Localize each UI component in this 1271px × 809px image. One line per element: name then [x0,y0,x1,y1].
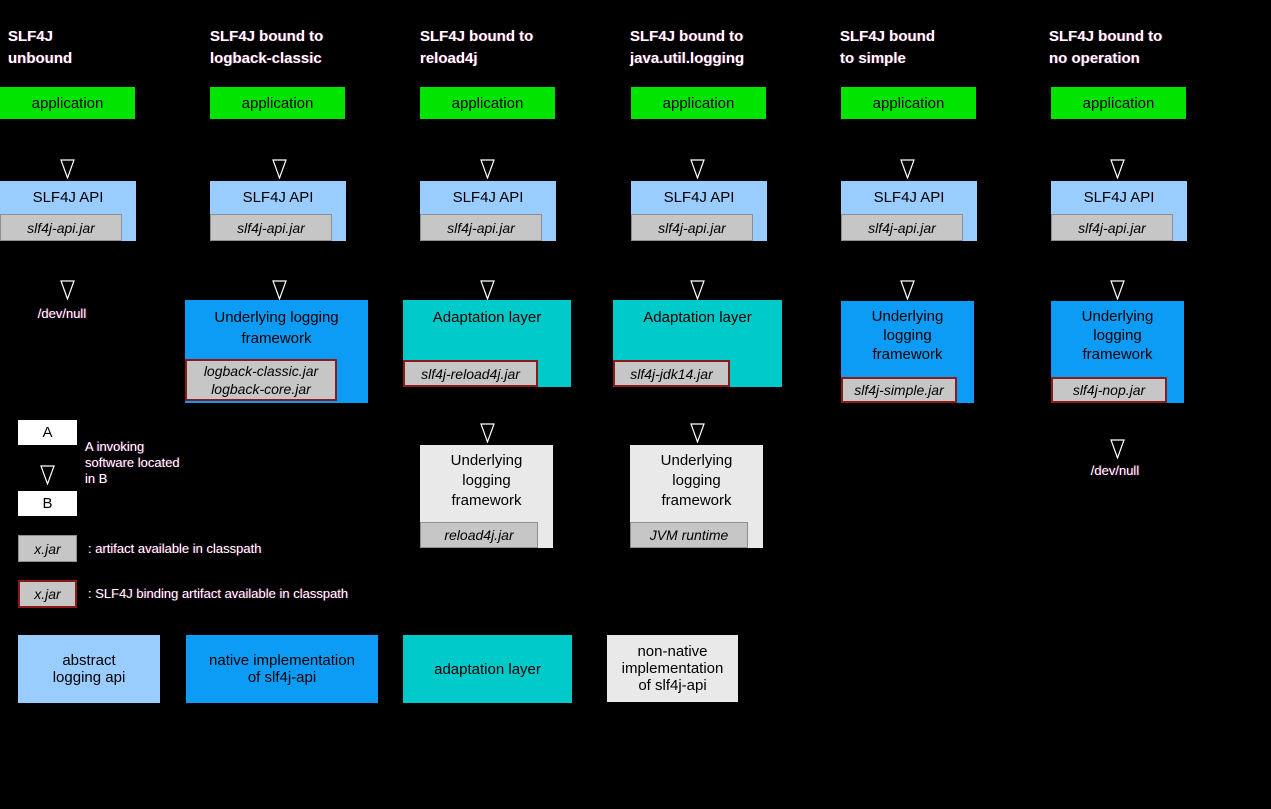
down-arrow-icon [1110,280,1125,301]
down-arrow-icon [60,159,75,180]
slf4j-api-jar: slf4j-api.jar [420,214,542,241]
legend-binding-caption: : SLF4J binding artifact available in cl… [88,586,349,601]
down-arrow-icon [690,423,705,444]
slf4j-api-jar: slf4j-api.jar [631,214,753,241]
down-arrow-icon [1110,439,1125,460]
down-arrow-icon [480,423,495,444]
slf4j-api-jar: slf4j-api.jar [841,214,963,241]
slf4j-reload4j-jar: slf4j-reload4j.jar [403,360,538,387]
legend-a-box: A [18,420,77,445]
slf4j-api-jar: slf4j-api.jar [0,214,122,241]
application-box: application [631,87,766,119]
down-arrow-icon [480,159,495,180]
down-arrow-icon [272,159,287,180]
slf4j-api-box: SLF4J API slf4j-api.jar [210,181,346,241]
application-box: application [210,87,345,119]
down-arrow-icon [900,159,915,180]
jvm-runtime-jar: JVM runtime [630,522,748,548]
column-title-nop: SLF4J bound to no operation [1049,28,1163,67]
column-title-unbound: SLF4J unbound [8,28,73,67]
down-arrow-icon [1110,159,1125,180]
reload4j-jar: reload4j.jar [420,522,538,548]
legend-xjar-binding: x.jar [18,580,77,608]
underlying-framework-box-simple: Underlying logging framework slf4j-simpl… [841,301,974,403]
application-box: application [1051,87,1186,119]
slf4j-nop-jar: slf4j-nop.jar [1051,377,1167,403]
key-abstract-logging-api: abstract logging api [18,635,160,703]
down-arrow-icon [272,280,287,301]
application-box: application [841,87,976,119]
slf4j-api-box: SLF4J API slf4j-api.jar [841,181,977,241]
column-title-simple: SLF4J bound to simple [840,28,935,67]
underlying-framework-box-logback: Underlying logging framework logback-cla… [185,300,368,403]
key-non-native-implementation: non-native implementation of slf4j-api [607,635,738,702]
column-title-reload4j: SLF4J bound to reload4j [420,28,534,67]
slf4j-api-box: SLF4J API slf4j-api.jar [631,181,767,241]
slf4j-api-box: SLF4J API slf4j-api.jar [1051,181,1187,241]
slf4j-api-label: SLF4J API [452,189,524,206]
down-arrow-icon [900,280,915,301]
underlying-framework-box-jul: Underlying logging framework JVM runtime [630,445,763,548]
slf4j-api-jar: slf4j-api.jar [1051,214,1173,241]
devnull-label: /dev/null [1090,463,1140,478]
slf4j-api-box: SLF4J API slf4j-api.jar [420,181,556,241]
down-arrow-icon [480,280,495,301]
legend-invoking-caption: A invoking software located in B [85,439,180,486]
slf4j-api-jar: slf4j-api.jar [210,214,332,241]
column-title-logback: SLF4J bound to logback-classic [210,28,324,67]
devnull-label: /dev/null [37,306,87,321]
down-arrow-icon [690,159,705,180]
down-arrow-icon [40,465,55,486]
down-arrow-icon [60,280,75,301]
application-box: application [0,87,135,119]
column-title-jul: SLF4J bound to java.util.logging [630,28,745,67]
slf4j-simple-jar: slf4j-simple.jar [841,377,957,403]
underlying-framework-box-nop: Underlying logging framework slf4j-nop.j… [1051,301,1184,403]
adaptation-layer-box-jul: Adaptation layer slf4j-jdk14.jar [613,300,782,387]
slf4j-api-label: SLF4J API [242,189,314,206]
application-box: application [420,87,555,119]
key-adaptation-layer: adaptation layer [403,635,572,703]
slf4j-jdk14-jar: slf4j-jdk14.jar [613,360,730,387]
underlying-framework-box-reload4j: Underlying logging framework reload4j.ja… [420,445,553,548]
down-arrow-icon [690,280,705,301]
slf4j-api-label: SLF4J API [873,189,945,206]
adaptation-layer-box-reload4j: Adaptation layer slf4j-reload4j.jar [403,300,571,387]
slf4j-api-label: SLF4J API [1083,189,1155,206]
legend-b-box: B [18,491,77,516]
key-native-implementation: native implementation of slf4j-api [186,635,378,703]
slf4j-api-label: SLF4J API [32,189,104,206]
logback-jars: logback-classic.jar logback-core.jar [185,359,337,401]
slf4j-api-label: SLF4J API [663,189,735,206]
legend-artifact-caption: : artifact available in classpath [88,540,262,556]
slf4j-api-box: SLF4J API slf4j-api.jar [0,181,136,241]
legend-xjar-plain: x.jar [18,535,77,562]
